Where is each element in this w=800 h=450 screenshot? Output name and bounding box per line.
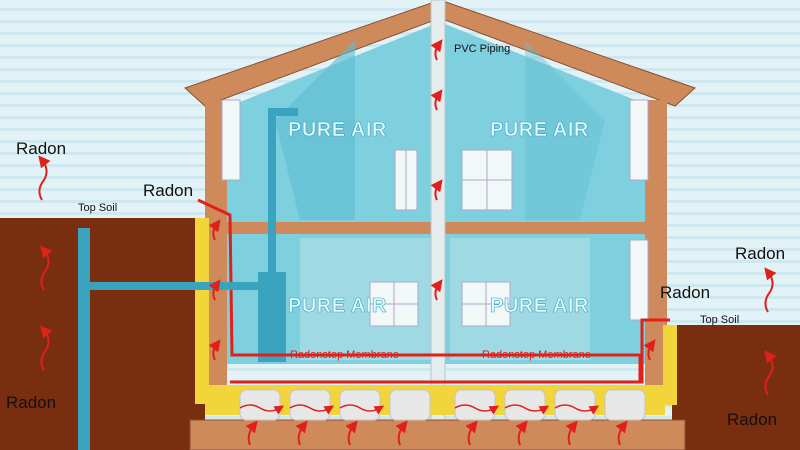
radon-label-soil-right: Radon: [727, 410, 777, 429]
radon-arrow-icon: [208, 279, 221, 301]
window-lower-left: [369, 281, 419, 327]
membrane-right-return: [230, 318, 670, 384]
radon-arrow-icon: [38, 155, 51, 201]
pvc-piping-label: PVC Piping: [454, 43, 510, 55]
radon-arrow-icon: [465, 420, 478, 446]
vent-pipe-top: [268, 108, 298, 116]
side-window-right-upper: [629, 99, 649, 181]
radon-arrows: [38, 39, 777, 446]
right-wall: [645, 100, 667, 405]
foundation-blocks: [239, 389, 646, 421]
top-soil-label-left: Top Soil: [78, 202, 117, 214]
pure-air-label-bottom-left: PURE AIR: [288, 295, 387, 317]
insulation-right: [663, 325, 677, 405]
radon-arrow-icon: [504, 404, 550, 415]
foundation-slab: [189, 419, 686, 450]
radon-arrow-icon: [615, 420, 628, 446]
attic-shade-left: [275, 40, 355, 220]
radon-arrow-icon: [208, 339, 221, 361]
radon-arrow-icon: [764, 267, 777, 313]
radon-label-sky-right: Radon: [735, 244, 785, 263]
top-soil-label-right: Top Soil: [700, 314, 739, 326]
radon-arrow-icon: [643, 339, 656, 361]
window-attic-right: [461, 149, 513, 211]
radon-arrow-icon: [430, 39, 443, 61]
radon-arrow-icon: [554, 404, 600, 415]
radon-arrow-icon: [515, 420, 528, 446]
soil-left: [0, 218, 205, 450]
radon-arrow-icon: [239, 404, 285, 415]
side-window-left-upper: [221, 99, 241, 181]
radon-arrows-horizontal: [239, 404, 600, 415]
radon-arrow-icon: [245, 420, 258, 446]
pure-air-label-bottom-right: PURE AIR: [490, 295, 589, 317]
pure-air-label-top-right: PURE AIR: [490, 119, 589, 141]
ground-pipe-vertical: [78, 228, 90, 450]
radon-arrow-icon: [289, 404, 335, 415]
radon-label-house-left: Radon: [143, 181, 193, 200]
radon-arrow-icon: [40, 325, 53, 371]
radon-arrow-icon: [430, 89, 443, 111]
ground-pipe-horizontal: [78, 282, 268, 290]
radon-arrow-icon: [345, 420, 358, 446]
radon-arrow-icon: [764, 350, 777, 396]
radon-label-soil-left: Radon: [6, 393, 56, 412]
window-attic-left: [394, 149, 418, 211]
vent-pipe: [268, 108, 276, 278]
radon-arrow-icon: [339, 404, 385, 415]
radon-arrow-icon: [454, 404, 500, 415]
radon-arrow-icon: [295, 420, 308, 446]
radon-label-house-right: Radon: [660, 283, 710, 302]
pvc-pipe-vertical: [430, 0, 446, 421]
radon-arrow-icon: [40, 245, 53, 291]
radon-arrow-icon: [565, 420, 578, 446]
soil-right: [672, 325, 800, 450]
radon-label-sky-left: Radon: [16, 139, 66, 158]
radon-arrow-icon: [395, 420, 408, 446]
pure-air-label-top-left: PURE AIR: [288, 119, 387, 141]
radon-arrow-icon: [430, 279, 443, 301]
membrane-label-right: Radonstop Membrane: [482, 349, 591, 361]
radon-arrow-icon: [430, 179, 443, 201]
insulation-left: [195, 218, 209, 404]
radon-arrow-icon: [208, 219, 221, 241]
attic-shade-right: [525, 40, 605, 220]
window-lower-right: [461, 281, 511, 327]
side-window-right-lower: [629, 239, 649, 321]
membrane-label-left: Radonstop Membrane: [290, 349, 399, 361]
